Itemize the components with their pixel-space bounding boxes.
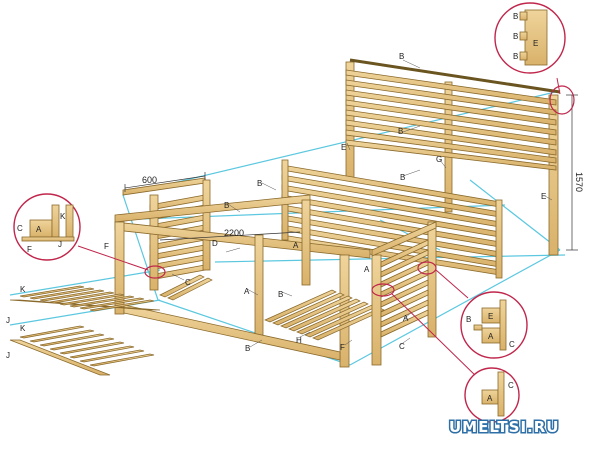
box-right-end — [371, 221, 437, 366]
label-e: E — [341, 143, 346, 152]
dimension-height: 1570 — [574, 172, 584, 192]
callout-marker-lower — [371, 283, 395, 297]
box-back-panel — [281, 159, 503, 279]
label-a: A — [364, 265, 370, 274]
svg-text:B: B — [466, 315, 471, 324]
svg-text:E: E — [533, 39, 538, 48]
callout-marker-left — [144, 265, 166, 279]
slat-panel-j — [9, 325, 155, 376]
label-a: A — [403, 314, 409, 323]
label-b: B — [400, 173, 405, 182]
label-c: C — [399, 342, 405, 351]
slat-panel-k — [9, 285, 161, 312]
label-b: B — [278, 290, 283, 299]
label-b: B — [245, 344, 250, 353]
label-k: K — [20, 285, 26, 294]
label-g: G — [436, 155, 442, 164]
watermark: UMELTSI.RU — [449, 418, 559, 436]
detail-mid-right: B E A C — [460, 291, 528, 359]
label-h: H — [296, 336, 302, 345]
svg-text:J: J — [58, 240, 62, 249]
svg-text:B: B — [513, 52, 518, 61]
svg-text:B: B — [513, 32, 518, 41]
svg-text:B: B — [513, 12, 518, 21]
label-b: B — [399, 52, 404, 61]
svg-text:C: C — [17, 224, 23, 233]
label-j: J — [6, 351, 10, 360]
label-k: K — [20, 324, 26, 333]
detail-left: C A K J F — [13, 193, 81, 261]
label-b: B — [257, 179, 262, 188]
dimension-width: 2200 — [224, 228, 244, 238]
svg-text:C: C — [508, 381, 514, 390]
label-a: A — [293, 241, 299, 250]
label-a: A — [244, 287, 250, 296]
svg-text:F: F — [27, 245, 32, 254]
label-e: E — [541, 192, 546, 201]
box-floor — [159, 274, 385, 341]
callout-connectors — [77, 77, 561, 381]
detail-bottom-right: C A — [464, 367, 520, 423]
leader-lines — [171, 59, 553, 348]
callout-marker-top — [549, 85, 575, 115]
label-f: F — [340, 343, 345, 352]
svg-text:A: A — [487, 394, 493, 403]
svg-text:A: A — [488, 332, 494, 341]
svg-text:C: C — [509, 340, 515, 349]
svg-text:K: K — [60, 212, 66, 221]
svg-text:A: A — [36, 225, 42, 234]
dimension-depth: 600 — [142, 175, 157, 185]
label-j: J — [6, 316, 10, 325]
label-b: B — [224, 201, 229, 210]
dimension-lines — [124, 94, 578, 251]
detail-top-right: B B B E — [494, 2, 566, 74]
label-d: D — [212, 239, 218, 248]
label-f: F — [104, 242, 109, 251]
label-c: C — [185, 278, 191, 287]
back-screen — [345, 58, 561, 256]
callout-marker-right — [417, 261, 437, 275]
svg-text:E: E — [488, 312, 493, 321]
label-b: B — [398, 127, 403, 136]
